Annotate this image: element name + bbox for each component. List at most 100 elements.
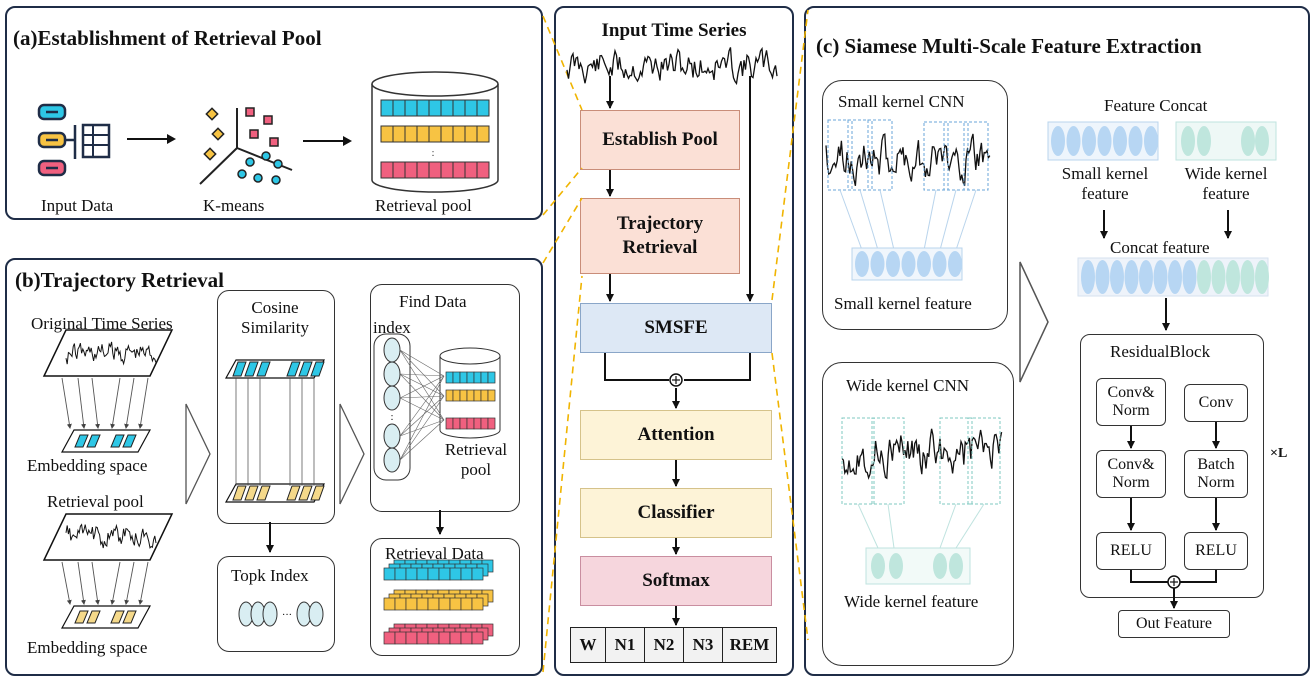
feature-ellipse bbox=[1124, 260, 1139, 294]
retrieval-cell bbox=[438, 597, 451, 611]
feature-ellipse bbox=[1197, 260, 1211, 294]
topk-ellipse bbox=[308, 601, 324, 627]
similarity-bar bbox=[286, 361, 301, 377]
retrieval-cell bbox=[405, 567, 418, 581]
similarity-bar bbox=[298, 361, 313, 377]
feature-ellipse bbox=[889, 553, 903, 579]
similarity-bar bbox=[310, 485, 325, 501]
small-kernel-projections bbox=[839, 189, 977, 251]
wide-kernel-projections bbox=[857, 503, 985, 549]
pool-cell bbox=[459, 417, 468, 430]
residual-label: ResidualBlock bbox=[1110, 342, 1211, 361]
retrieval-cell bbox=[471, 597, 484, 611]
retrieval-cell bbox=[383, 597, 396, 611]
retrieval-pool-cylinder-icon: : bbox=[371, 71, 499, 193]
pool-cell bbox=[480, 417, 489, 430]
embedding-bar bbox=[110, 610, 125, 624]
similarity-bar bbox=[298, 485, 313, 501]
embedding-bar bbox=[86, 434, 101, 448]
chevron-arrow-icon bbox=[185, 403, 211, 505]
pool-cell bbox=[452, 371, 461, 384]
similarity-bar bbox=[256, 485, 271, 501]
plus-node-icon bbox=[1167, 575, 1181, 589]
feature-ellipse bbox=[871, 553, 885, 579]
feature-ellipse bbox=[1182, 260, 1197, 294]
batch-norm: Batch Norm bbox=[1184, 450, 1248, 498]
retrieval-cell bbox=[471, 567, 484, 581]
retrieval-cell bbox=[383, 631, 396, 645]
conv: Conv bbox=[1184, 384, 1248, 422]
pool-cell bbox=[480, 389, 489, 402]
plus-node-icon bbox=[669, 373, 683, 387]
small-feat-label: Small kernel feature bbox=[1061, 164, 1149, 203]
conv-norm-1: Conv& Norm bbox=[1096, 378, 1166, 426]
feature-ellipse bbox=[1095, 260, 1110, 294]
retrieval-cell bbox=[394, 597, 407, 611]
pool-cell bbox=[480, 371, 489, 384]
panel-establishment: (a)Establishment of Retrieval Pool Input… bbox=[5, 6, 543, 220]
feature-ellipse bbox=[1255, 126, 1269, 156]
pool-cell bbox=[473, 371, 482, 384]
feature-ellipse bbox=[1113, 126, 1127, 156]
feature-ellipse bbox=[886, 251, 900, 277]
embedding-card-1 bbox=[60, 429, 152, 453]
retrieval-cell bbox=[460, 631, 473, 645]
topk-label: Topk Index bbox=[231, 566, 309, 585]
out-feature-box: Out Feature bbox=[1118, 610, 1230, 638]
panel-b-title: (b)Trajectory Retrieval bbox=[15, 268, 224, 292]
retrieval-cell bbox=[449, 597, 462, 611]
feature-ellipse bbox=[1082, 126, 1096, 156]
retrieval-cell bbox=[460, 597, 473, 611]
database-icon bbox=[37, 103, 111, 177]
pool-cell bbox=[459, 371, 468, 384]
index-label: index bbox=[373, 318, 411, 337]
class-n3: N3 bbox=[683, 627, 723, 663]
pool-cell bbox=[466, 389, 475, 402]
feature-ellipse bbox=[1081, 260, 1095, 294]
small-feature-label: Small kernel feature bbox=[834, 294, 972, 313]
small-cnn-label: Small kernel CNN bbox=[838, 92, 965, 111]
similarity-bar bbox=[232, 485, 247, 501]
embedding-bar bbox=[122, 610, 137, 624]
retrieval-cell bbox=[394, 567, 407, 581]
cosine-label: Cosine Similarity bbox=[241, 298, 309, 337]
stage-trajectory-retrieval: Trajectory Retrieval bbox=[580, 198, 740, 274]
feature-ellipse bbox=[1144, 126, 1158, 156]
retrieval-cell bbox=[416, 567, 429, 581]
pool-cell bbox=[473, 389, 482, 402]
feature-ellipse bbox=[1181, 126, 1195, 156]
stage-attention: Attention bbox=[580, 410, 772, 460]
pool-cell bbox=[476, 161, 490, 179]
retrieval-cell bbox=[449, 567, 462, 581]
feature-ellipse bbox=[870, 251, 885, 277]
stage-softmax: Softmax bbox=[580, 556, 772, 606]
topk-ellipse bbox=[262, 601, 278, 627]
pool-cell bbox=[466, 417, 475, 430]
pool-cell bbox=[473, 417, 482, 430]
index-ellipse bbox=[383, 423, 401, 449]
small-cnn-signal bbox=[825, 133, 991, 187]
pipeline-arrows bbox=[604, 76, 754, 626]
retrieval-cell bbox=[416, 631, 429, 645]
feature-ellipse bbox=[1211, 260, 1226, 294]
pool-cell bbox=[476, 125, 490, 143]
ellipsis-mark: : bbox=[432, 148, 435, 159]
pool-cell bbox=[445, 417, 454, 430]
similarity-bar bbox=[232, 361, 247, 377]
retrieval-cell bbox=[460, 567, 473, 581]
guide-lines bbox=[542, 9, 809, 673]
retrieval-cell bbox=[405, 597, 418, 611]
stage-establish-pool: Establish Pool bbox=[580, 110, 740, 170]
pool-cell bbox=[452, 389, 461, 402]
embedding-space-label-1: Embedding space bbox=[27, 456, 148, 475]
panel-c-title: (c) Siamese Multi-Scale Feature Extracti… bbox=[816, 34, 1202, 58]
wide-cnn-label: Wide kernel CNN bbox=[846, 376, 970, 395]
chevron-arrow-icon bbox=[1019, 261, 1049, 383]
input-signal bbox=[566, 46, 778, 86]
arrow-icon bbox=[303, 136, 352, 146]
retrieval-cell bbox=[427, 567, 440, 581]
retrieval-data-label: Retrieval Data bbox=[385, 544, 484, 563]
feature-ellipse bbox=[933, 553, 947, 579]
pool-cell bbox=[487, 417, 496, 430]
